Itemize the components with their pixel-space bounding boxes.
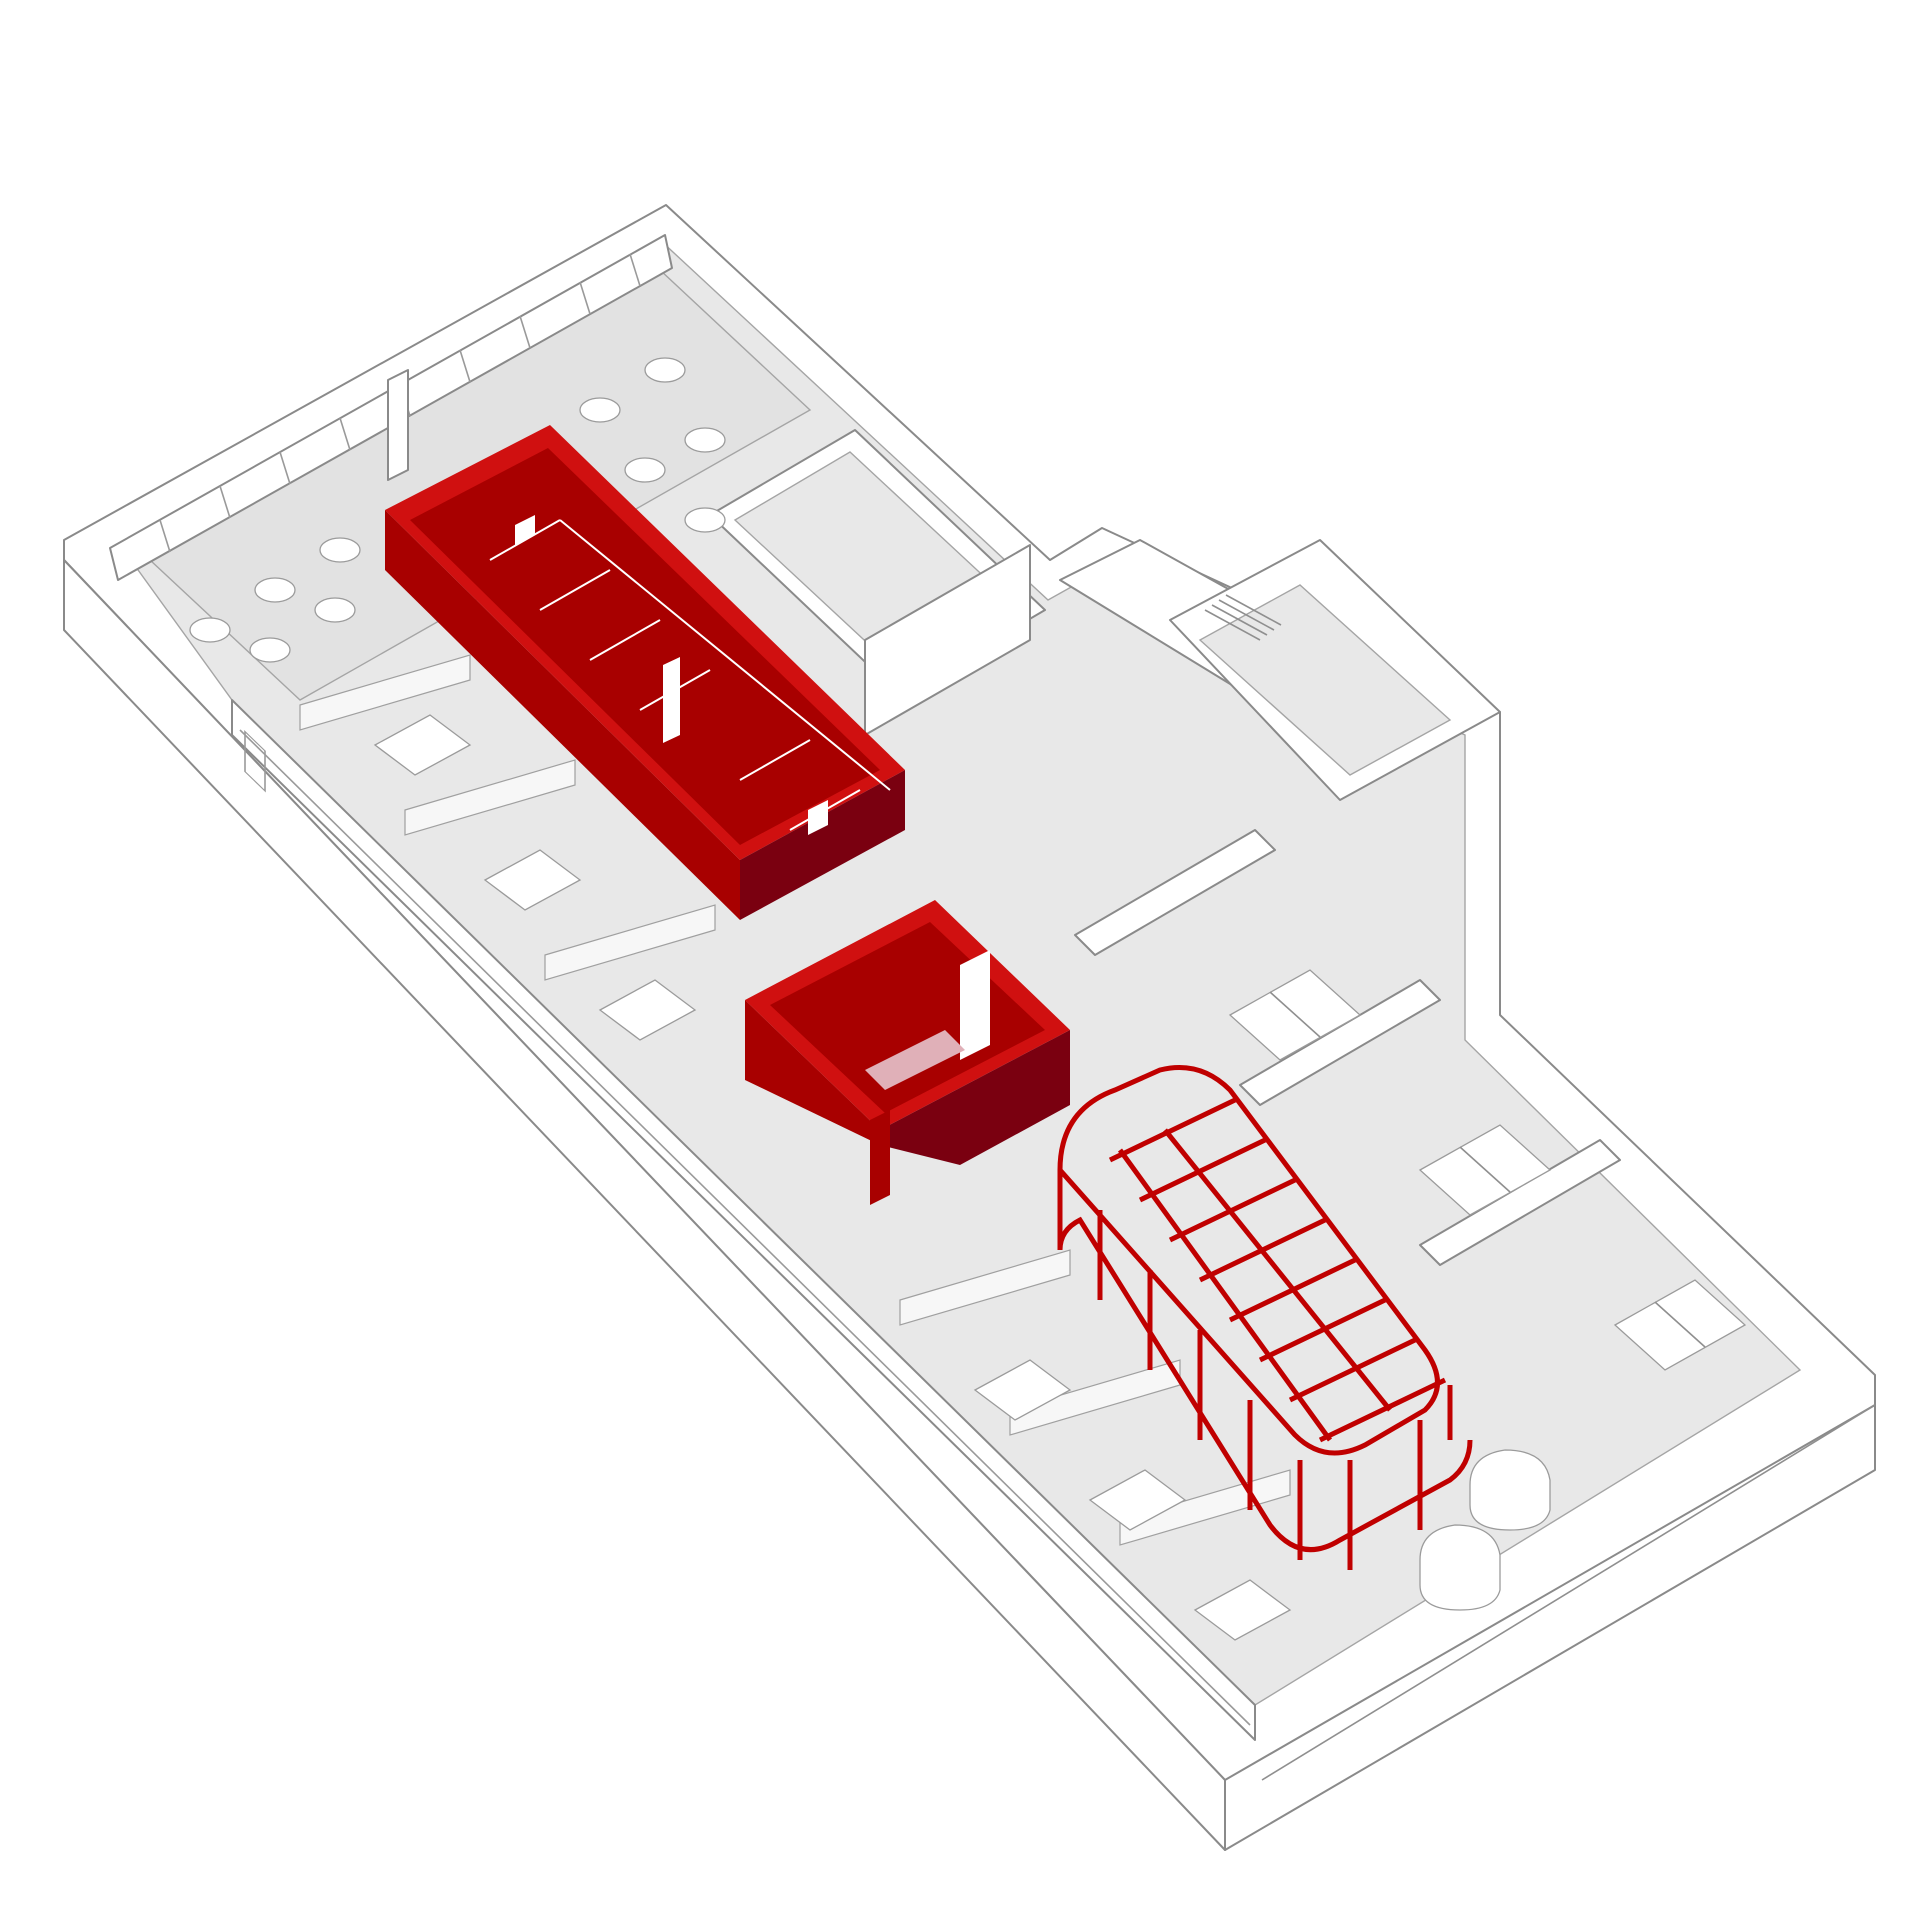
desk-cluster — [598, 979, 697, 1041]
desk-divider — [1269, 991, 1321, 1038]
round-table — [644, 357, 686, 383]
frame-spine — [1163, 1128, 1392, 1412]
round-table — [189, 617, 231, 643]
north-window-mullion — [219, 485, 231, 519]
round-table — [319, 537, 361, 563]
seating-pod — [1469, 1449, 1551, 1531]
bookshelf-wall — [404, 759, 576, 836]
east-partition — [1074, 829, 1276, 956]
stair-step — [1225, 594, 1282, 626]
round-table — [684, 427, 726, 453]
cafe-tables — [189, 357, 726, 663]
frame-beam — [1318, 1377, 1447, 1443]
red-room-floor-glimpse — [865, 1030, 965, 1090]
red-frame-pavilion — [1057, 1065, 1473, 1570]
red-block-white-column — [663, 657, 680, 743]
north-window-mullion — [519, 315, 531, 349]
west-office-rooms — [299, 654, 1292, 1641]
desk-cluster — [1193, 1579, 1292, 1641]
southwest-wall-inner — [231, 699, 1256, 1741]
window-line — [239, 729, 1251, 1726]
red-block-left-face — [385, 510, 740, 920]
seating-pod — [1419, 1524, 1501, 1611]
southwest-window-wall — [231, 699, 1256, 1741]
round-table — [254, 577, 296, 603]
southwest-windows — [239, 729, 1251, 1726]
round-table — [684, 507, 726, 533]
frame-beam — [1258, 1297, 1387, 1363]
round-table — [579, 397, 621, 423]
frame-beam — [1138, 1137, 1267, 1203]
north-window-mullion — [579, 281, 591, 315]
red-room-front-face — [880, 1030, 1070, 1165]
red-block-right-face — [740, 770, 905, 920]
desk-divider — [1459, 1146, 1511, 1193]
desk-cluster — [1088, 1469, 1187, 1531]
cafe-column — [387, 369, 409, 481]
bookshelf-wall — [544, 904, 716, 981]
desk-cluster — [483, 849, 582, 911]
window — [244, 730, 266, 793]
red-square-room — [745, 900, 1070, 1205]
north-window-mullion — [279, 451, 291, 485]
stair-steps — [1204, 594, 1282, 641]
red-room-white-column — [960, 950, 990, 1060]
bookshelf-wall — [299, 654, 471, 731]
red-room-left-face — [745, 1000, 880, 1145]
red-block-white-column — [515, 515, 535, 545]
desk-divider — [1654, 1301, 1706, 1348]
bookshelf-wall — [899, 1249, 1071, 1326]
north-window-mullion — [629, 253, 641, 287]
red-partition-line — [589, 619, 661, 661]
red-room-corridor-wall — [870, 1110, 890, 1205]
outer-wall-edge — [1261, 1404, 1876, 1781]
stair-step — [1204, 609, 1261, 641]
meeting-block-front — [864, 544, 1031, 736]
desk-cluster — [373, 714, 472, 776]
frame-beam — [1288, 1337, 1417, 1403]
stair-step — [1218, 599, 1275, 631]
frame-spine — [1117, 1148, 1333, 1442]
stair-step — [1211, 604, 1268, 636]
round-table — [314, 597, 356, 623]
east-office-rooms — [1074, 829, 1747, 1371]
frame-beam — [1108, 1097, 1237, 1163]
north-window-band — [109, 234, 673, 581]
desk-cluster — [973, 1359, 1072, 1421]
red-block-inner — [410, 448, 880, 845]
northeast-rooms — [709, 429, 1501, 801]
seating-pods — [1419, 1449, 1551, 1611]
north-window-mullion — [339, 417, 351, 451]
round-table — [624, 457, 666, 483]
red-block-white-column — [808, 800, 828, 835]
frame-top-outline — [1057, 1065, 1440, 1456]
red-partition-line — [559, 519, 891, 791]
red-partition-line — [739, 739, 811, 781]
red-partition-line — [539, 569, 611, 611]
round-table — [249, 637, 291, 663]
frame-beam — [1168, 1177, 1297, 1243]
north-window-mullion — [159, 519, 171, 553]
outer-wall-front-right — [1224, 1404, 1876, 1851]
red-service-block — [385, 425, 905, 920]
north-window-mullion — [459, 349, 471, 383]
